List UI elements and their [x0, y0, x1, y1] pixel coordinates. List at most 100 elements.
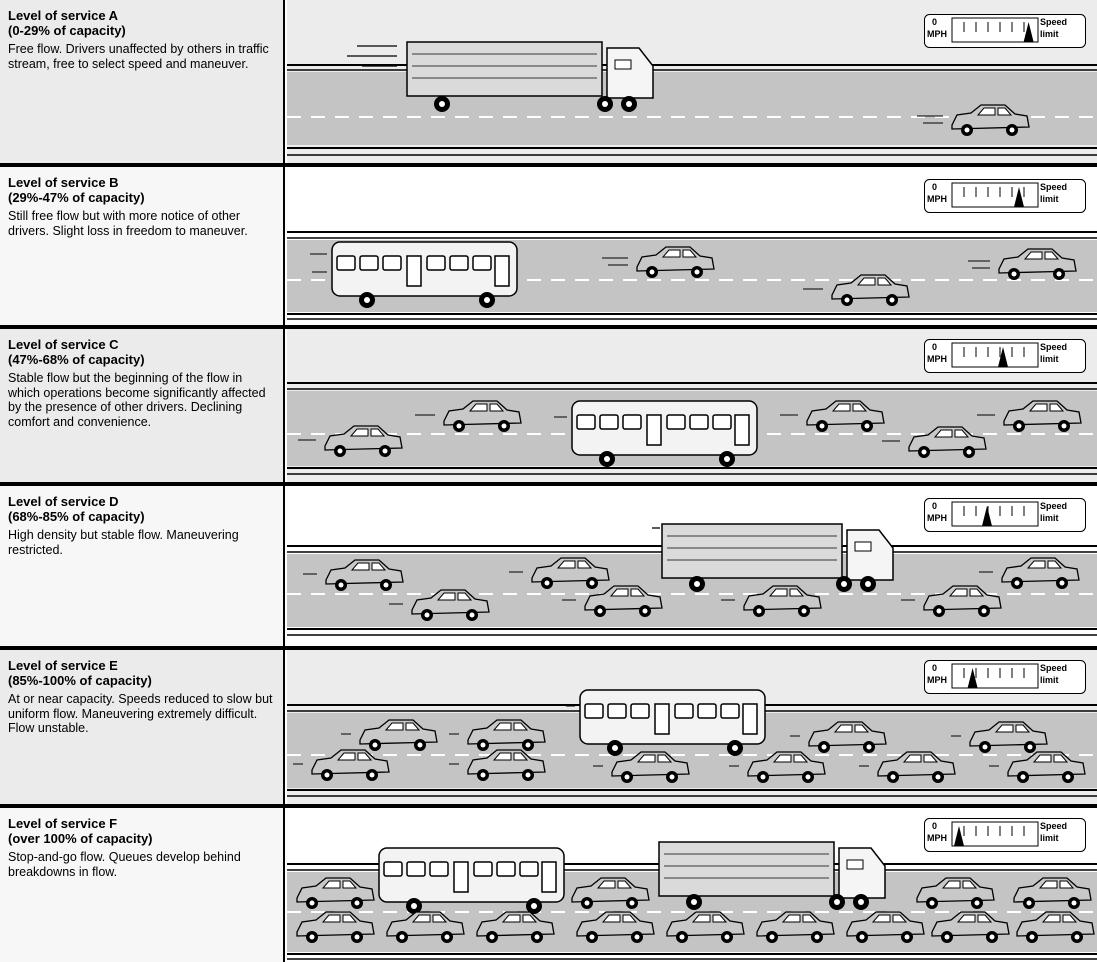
- car-icon: [979, 557, 1080, 589]
- los-highway-f: [287, 841, 1097, 960]
- car-icon: [968, 248, 1077, 280]
- los-highway-b: [287, 231, 1097, 320]
- gauge-limit: limit: [1040, 29, 1059, 39]
- car-icon: [296, 877, 375, 909]
- gauge-speed: Speed: [1040, 501, 1068, 511]
- los-description-e: Level of service E (85%-100% of capacity…: [0, 650, 285, 804]
- row-separator: [0, 646, 1097, 650]
- car-icon: [293, 749, 390, 781]
- gauge-needle: [954, 826, 964, 846]
- los-capacity-f: (over 100% of capacity): [8, 831, 153, 846]
- los-capacity-a: (0-29% of capacity): [8, 23, 126, 38]
- gauge-zero: 0: [932, 342, 938, 352]
- los-capacity-d: (68%-85% of capacity): [8, 509, 145, 524]
- car-icon: [931, 911, 1010, 943]
- los-title-a: Level of service A: [8, 8, 119, 23]
- los-scene-f: 0 MPH Speed limit: [287, 808, 1097, 962]
- car-icon: [917, 104, 1030, 136]
- los-text-b: Still free flow but with more notice of …: [8, 209, 248, 238]
- gauge-zero: 0: [932, 821, 938, 831]
- gauge-mph: MPH: [927, 354, 947, 364]
- gauge-mph: MPH: [927, 194, 947, 204]
- car-icon: [666, 911, 745, 943]
- car-icon: [449, 719, 546, 751]
- car-icon: [901, 585, 1002, 617]
- los-scene-c: 0 MPH Speed limit: [287, 329, 1097, 482]
- los-description-b: Level of service B (29%-47% of capacity)…: [0, 167, 285, 325]
- bus-icon: [378, 847, 565, 914]
- speed-gauge-b: 0 MPH Speed limit: [924, 179, 1086, 213]
- row-separator: [0, 163, 1097, 167]
- gauge-speed: Speed: [1040, 663, 1068, 673]
- speed-gauge-d: 0 MPH Speed limit: [924, 498, 1086, 532]
- los-text-d: High density but stable flow. Maneuverin…: [8, 528, 239, 557]
- gauge-speed: Speed: [1040, 182, 1068, 192]
- los-description-d: Level of service D (68%-85% of capacity)…: [0, 486, 285, 646]
- car-icon: [415, 400, 522, 432]
- car-icon: [386, 911, 465, 943]
- bus-icon: [554, 400, 758, 467]
- los-row-e: Level of service E (85%-100% of capacity…: [0, 650, 1097, 804]
- car-icon: [449, 749, 546, 781]
- gauge-frame: [924, 339, 1086, 373]
- los-title-f: Level of service F: [8, 816, 118, 831]
- car-icon: [977, 400, 1082, 432]
- gauge-frame: [924, 498, 1086, 532]
- los-highway-c: [287, 382, 1097, 475]
- gauge-zero: 0: [932, 663, 938, 673]
- car-icon: [303, 559, 404, 591]
- car-icon: [803, 274, 910, 306]
- gauge-frame: [924, 179, 1086, 213]
- los-description-a: Level of service A (0-29% of capacity) F…: [0, 0, 285, 163]
- gauge-limit: limit: [1040, 513, 1059, 523]
- gauge-zero: 0: [932, 501, 938, 511]
- los-title-d: Level of service D: [8, 494, 119, 509]
- gauge-mph: MPH: [927, 675, 947, 685]
- car-icon: [341, 719, 438, 751]
- los-text-e: At or near capacity. Speeds reduced to s…: [8, 692, 273, 735]
- gauge-speed: Speed: [1040, 17, 1068, 27]
- car-icon: [593, 751, 690, 783]
- los-highway-d: [287, 523, 1097, 636]
- speed-gauge-c: 0 MPH Speed limit: [924, 339, 1086, 373]
- los-capacity-e: (85%-100% of capacity): [8, 673, 152, 688]
- gauge-limit: limit: [1040, 354, 1059, 364]
- los-row-b: Level of service B (29%-47% of capacity)…: [0, 167, 1097, 325]
- los-capacity-c: (47%-68% of capacity): [8, 352, 145, 367]
- speed-gauge-a: 0 MPH Speed limit: [924, 14, 1086, 48]
- gauge-mph: MPH: [927, 513, 947, 523]
- car-icon: [859, 751, 956, 783]
- gauge-frame: [924, 660, 1086, 694]
- los-row-a: Level of service A (0-29% of capacity) F…: [0, 0, 1097, 163]
- gauge-mph: MPH: [927, 29, 947, 39]
- gauge-zero: 0: [932, 17, 938, 27]
- los-title-e: Level of service E: [8, 658, 118, 673]
- los-scene-b: 0 MPH Speed limit: [287, 167, 1097, 325]
- car-icon: [476, 911, 555, 943]
- los-scene-a: 0 MPH Speed limit: [287, 0, 1097, 163]
- car-icon: [882, 426, 987, 458]
- los-scene-d: 0 MPH Speed limit: [287, 486, 1097, 646]
- car-icon: [562, 585, 663, 617]
- gauge-zero: 0: [932, 182, 938, 192]
- los-text-f: Stop-and-go flow. Queues develop behind …: [8, 850, 241, 879]
- row-separator: [0, 804, 1097, 808]
- gauge-needle: [1014, 187, 1024, 207]
- gauge-speed: Speed: [1040, 342, 1068, 352]
- los-text-c: Stable flow but the beginning of the flo…: [8, 371, 266, 429]
- gauge-needle: [998, 347, 1008, 367]
- speed-gauge-e: 0 MPH Speed limit: [924, 660, 1086, 694]
- car-icon: [780, 400, 885, 432]
- car-icon: [916, 877, 995, 909]
- gauge-limit: limit: [1040, 675, 1059, 685]
- car-icon: [721, 585, 822, 617]
- los-text-a: Free flow. Drivers unaffected by others …: [8, 42, 269, 71]
- los-row-f: Level of service F (over 100% of capacit…: [0, 808, 1097, 962]
- gauge-needle: [1023, 22, 1034, 42]
- car-icon: [989, 751, 1086, 783]
- truck-icon: [658, 841, 886, 910]
- gauge-speed: Speed: [1040, 821, 1068, 831]
- gauge-frame: [924, 14, 1086, 48]
- los-scene-e: 0 MPH Speed limit: [287, 650, 1097, 804]
